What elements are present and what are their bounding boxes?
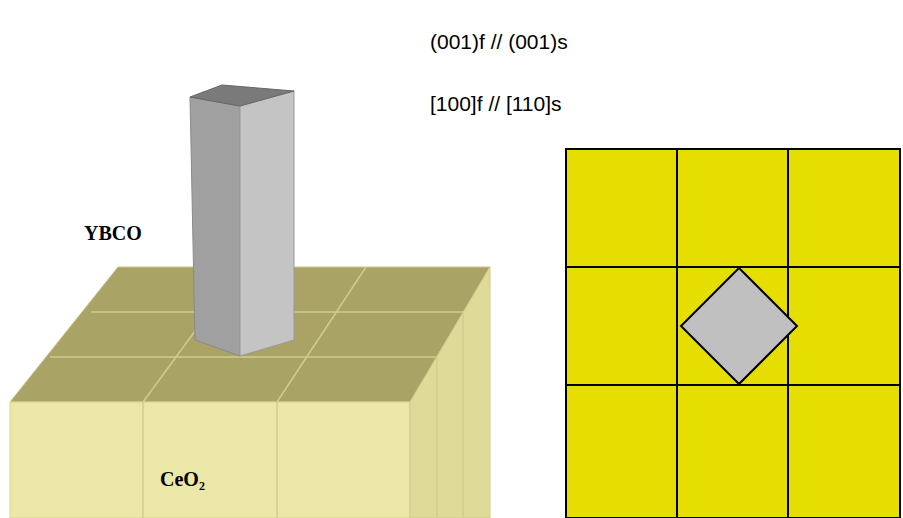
ybco-footprint	[681, 268, 797, 384]
substrate-label: CeO₂	[160, 468, 205, 491]
film-label: YBCO	[84, 222, 142, 245]
top-view-grid	[566, 149, 900, 518]
ybco-pillar	[190, 85, 294, 356]
orientation-plane: (001)f // (001)s	[430, 30, 568, 54]
orientation-direction: [100]f // [110]s	[430, 92, 562, 116]
